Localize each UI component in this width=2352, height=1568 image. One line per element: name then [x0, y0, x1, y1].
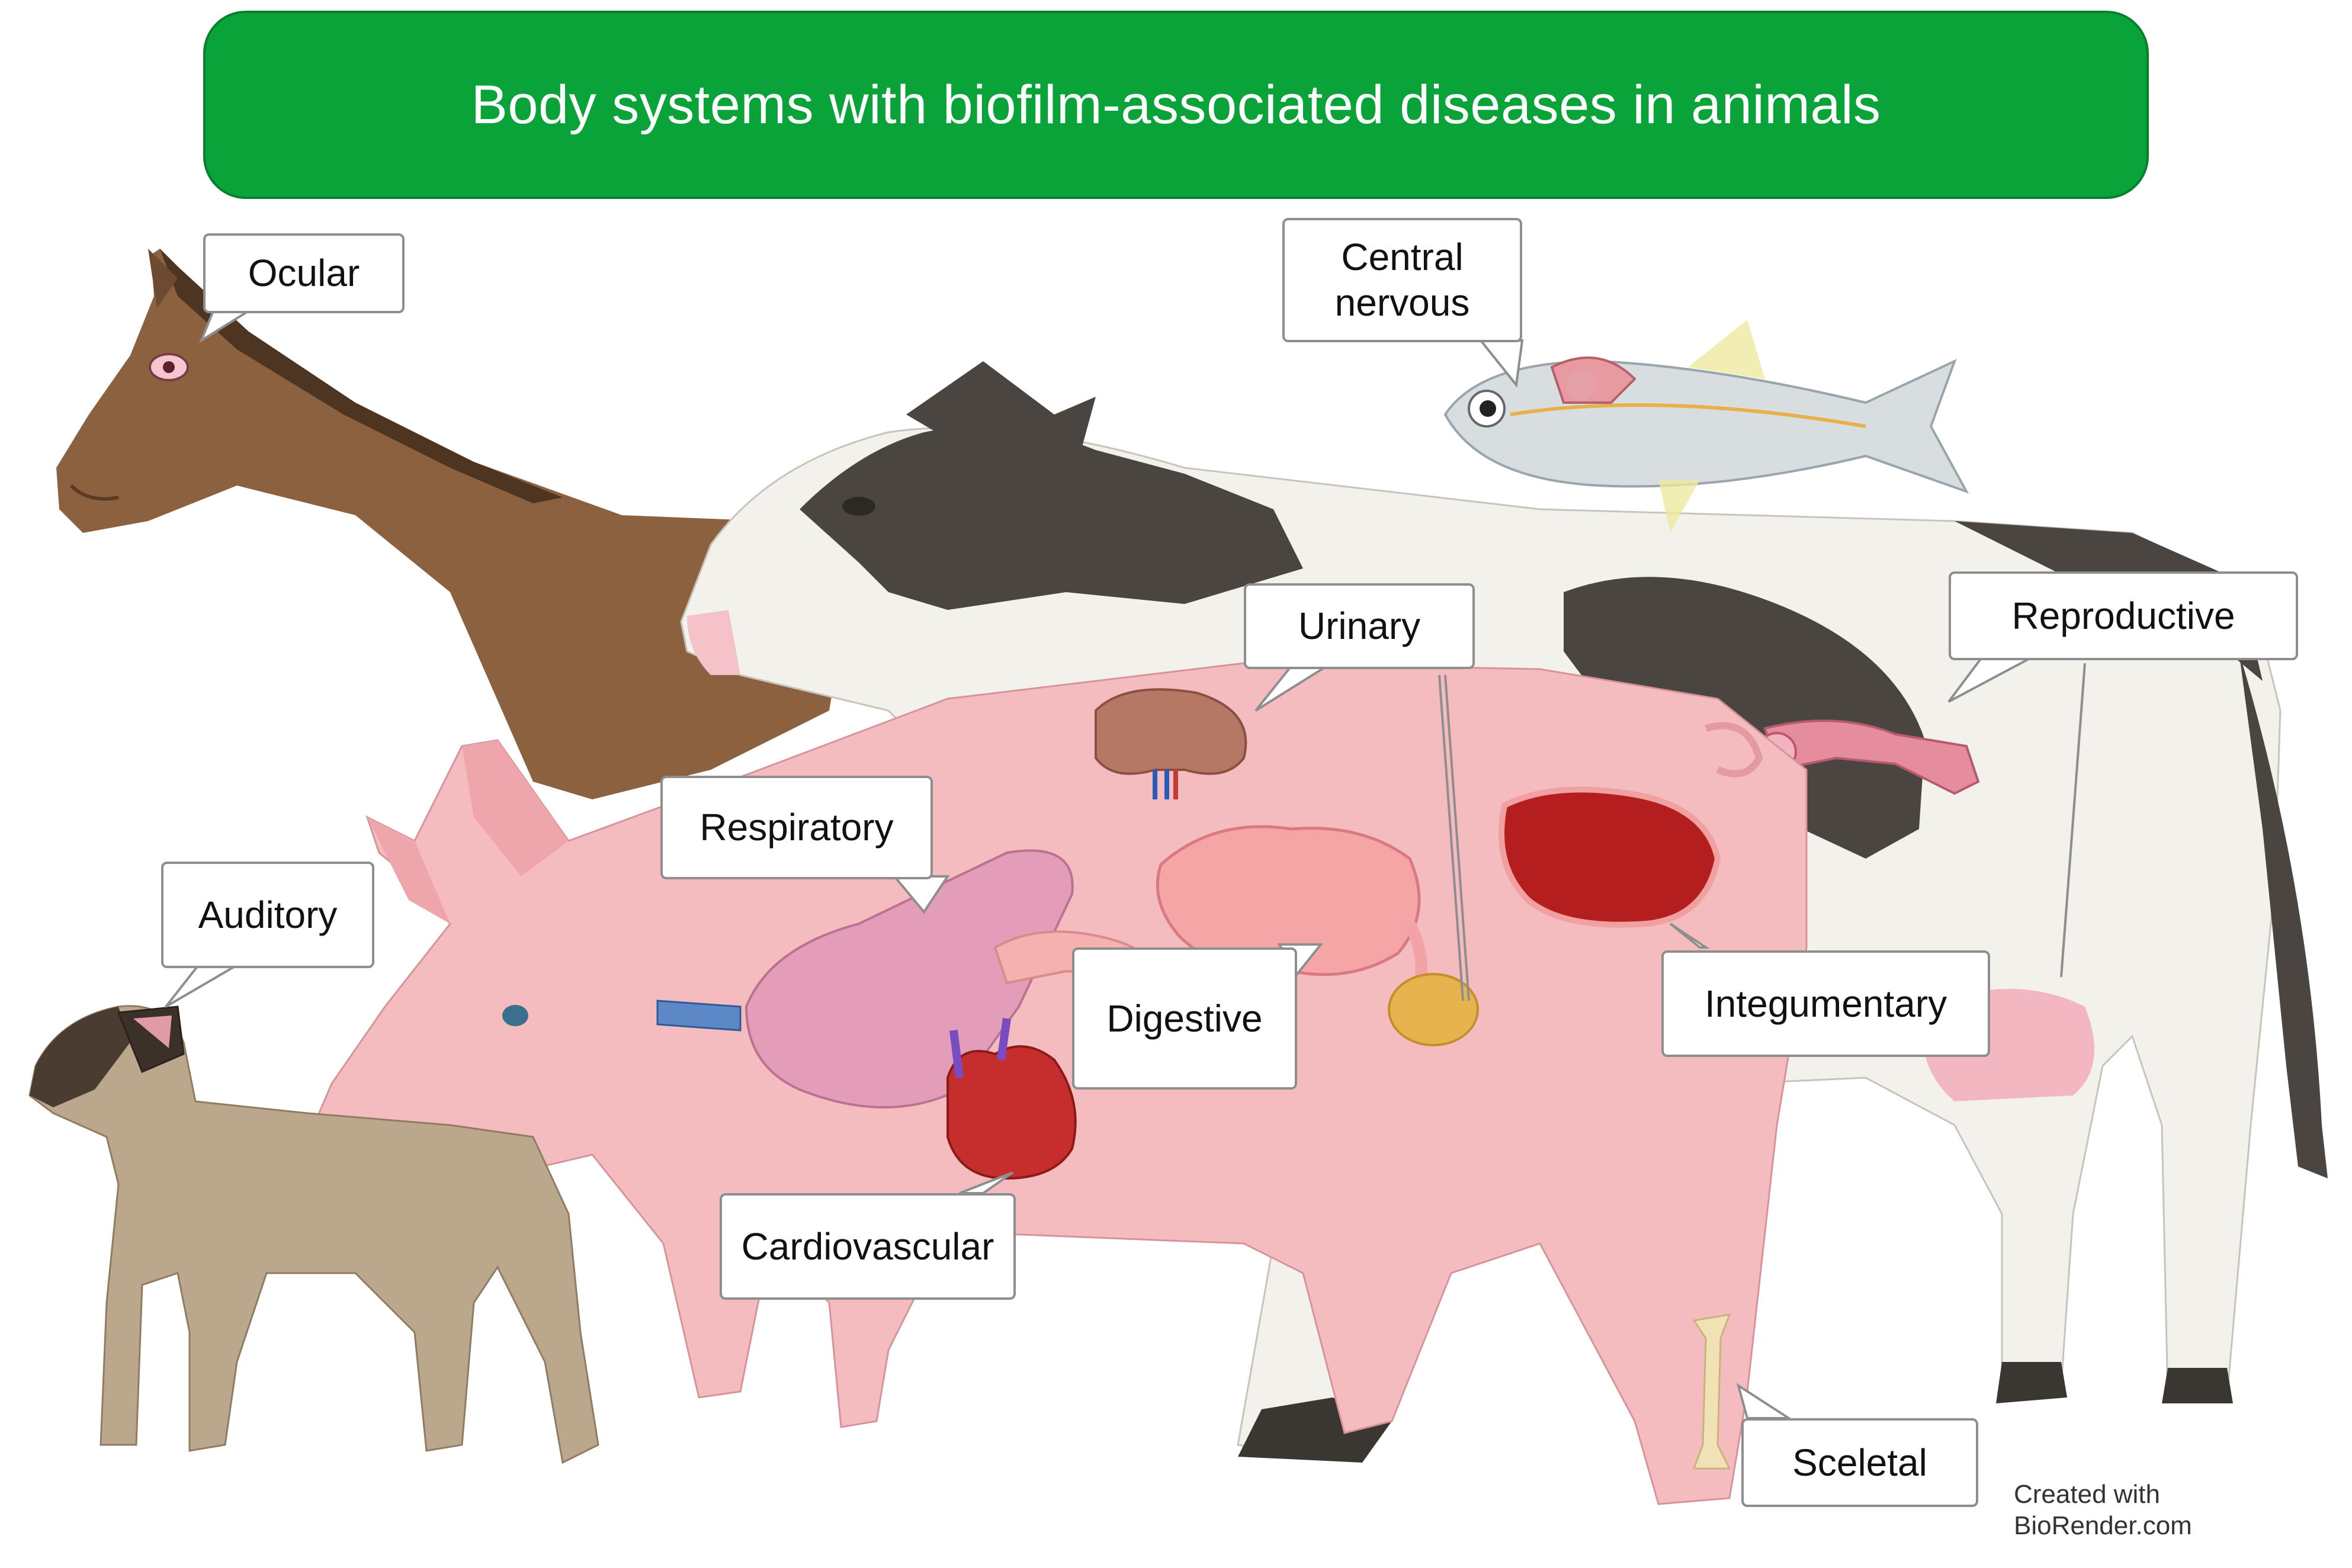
label-ocular: Ocular [203, 233, 405, 313]
label-respiratory: Respiratory [660, 776, 933, 879]
label-respiratory-text: Respiratory [699, 805, 893, 850]
label-urinary-text: Urinary [1298, 603, 1420, 649]
label-integumentary: Integumentary [1661, 950, 1990, 1057]
brain-icon [1566, 369, 1597, 400]
label-digestive-text: Digestive [1106, 996, 1262, 1042]
label-cardiovascular: Cardiovascular [720, 1193, 1016, 1300]
label-urinary: Urinary [1244, 583, 1475, 669]
label-integumentary-text: Integumentary [1705, 981, 1947, 1027]
label-auditory: Auditory [161, 862, 374, 968]
label-sceletal: Sceletal [1741, 1418, 1978, 1507]
label-central-nervous-text: Central nervous [1335, 234, 1470, 326]
skin-lesion-icon [1501, 789, 1718, 924]
label-central-nervous: Central nervous [1282, 218, 1522, 342]
label-digestive: Digestive [1072, 947, 1297, 1090]
title-banner: Body systems with biofilm-associated dis… [203, 11, 2149, 199]
label-reproductive-text: Reproductive [2011, 593, 2235, 639]
figure-title: Body systems with biofilm-associated dis… [471, 74, 1881, 136]
label-reproductive: Reproductive [1949, 571, 2298, 660]
pig-icon [314, 663, 1806, 1504]
bladder-icon [1389, 974, 1478, 1045]
label-cardiovascular-text: Cardiovascular [742, 1224, 994, 1270]
biorender-credit: Created with BioRender.com [2014, 1479, 2192, 1542]
heart-icon [948, 1046, 1076, 1178]
label-auditory-text: Auditory [198, 892, 338, 938]
label-ocular-text: Ocular [248, 250, 360, 296]
fish-icon [1445, 320, 1966, 533]
label-sceletal-text: Sceletal [1792, 1440, 1927, 1486]
